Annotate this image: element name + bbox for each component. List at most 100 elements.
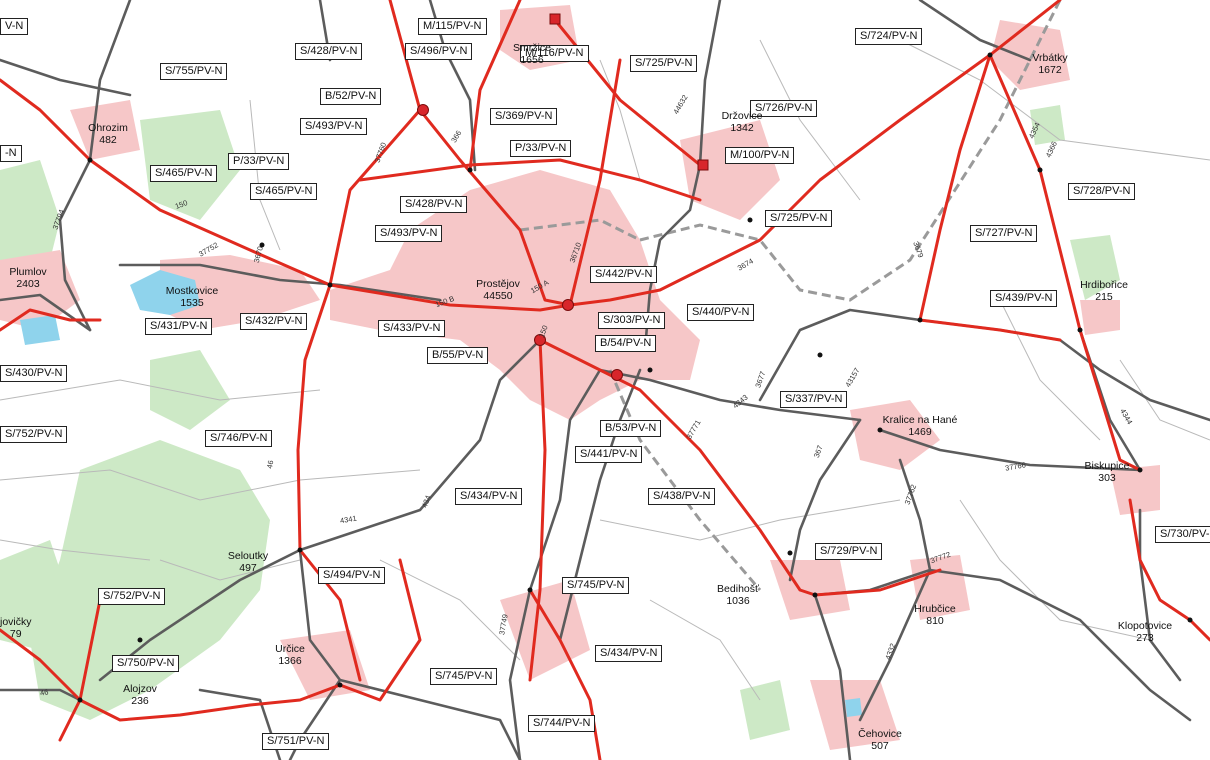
- forest-area-cehovice: [740, 680, 790, 740]
- town-population: 1366: [278, 655, 302, 667]
- network-segment-label: S/729/PV-N: [815, 543, 883, 560]
- forest-area-bottom-left: [0, 540, 70, 650]
- grey-pipeline: [858, 458, 932, 722]
- regulation-station-node: [562, 299, 574, 311]
- network-segment-label: B/54/PV-N: [595, 335, 657, 352]
- town-name: Hrdibořice: [1080, 279, 1128, 291]
- network-segment-label: B/53/PV-N: [600, 420, 662, 437]
- pipeline-junction: [647, 367, 653, 373]
- town-name: Držovice: [721, 110, 763, 122]
- red-pipeline: [298, 548, 362, 682]
- network-segment-label: S/337/PV-N: [780, 391, 848, 408]
- pipeline-junction: [1077, 327, 1083, 333]
- network-segment-label: S/727/PV-N: [970, 225, 1038, 242]
- water-reservoir-plumlov: [130, 270, 200, 315]
- network-segment-label: S/728/PV-N: [1068, 183, 1136, 200]
- grey-pipeline: [298, 548, 522, 760]
- red-pipeline: [528, 338, 547, 682]
- network-segment-label: S/434/PV-N: [595, 645, 663, 662]
- network-segment-label: B/55/PV-N: [427, 347, 489, 364]
- network-segment-label: S/725/PV-N: [765, 210, 833, 227]
- network-segment-label: S/726/PV-N: [750, 100, 818, 117]
- town-population: 1535: [180, 297, 204, 309]
- town-name: Ohrozim: [88, 122, 128, 134]
- red-pipeline: [296, 283, 332, 552]
- pipeline-junction: [259, 242, 265, 248]
- railway: [608, 369, 762, 591]
- forest-area-southwest: [30, 440, 270, 720]
- town-name: Seloutky: [227, 550, 269, 562]
- town-population: 215: [1095, 291, 1113, 303]
- regulation-station-square: [549, 13, 561, 25]
- grey-pipeline: [0, 58, 132, 97]
- network-segment-label: S/725/PV-N: [630, 55, 698, 72]
- pipeline-junction: [137, 637, 143, 643]
- railway-lines: [519, 0, 1062, 591]
- grey-pipeline: [0, 293, 92, 332]
- minor-road: [899, 39, 1210, 161]
- town-population: 1656: [520, 54, 544, 66]
- town-population: 1036: [726, 595, 750, 607]
- minor-road: [249, 99, 281, 251]
- pipeline-nodes: [77, 13, 1193, 703]
- grey-pipeline: [98, 338, 542, 682]
- minor-road: [1119, 359, 1210, 441]
- red-pipeline: [468, 0, 522, 172]
- red-pipeline: [568, 0, 1062, 307]
- red-pipeline: [0, 78, 572, 312]
- pipeline-junction: [747, 217, 753, 223]
- minor-road: [0, 469, 421, 501]
- town-name: Biskupice: [1084, 460, 1130, 472]
- town-population: 482: [99, 134, 117, 146]
- town-population: 507: [871, 740, 889, 752]
- pipeline-junction: [327, 282, 333, 288]
- network-segment-label: S/750/PV-N: [112, 655, 180, 672]
- town-name: Smržice: [513, 42, 551, 54]
- red-pipeline: [388, 0, 572, 307]
- town-population: 2403: [16, 278, 40, 290]
- town-population: 497: [239, 562, 257, 574]
- grey-pipeline: [118, 263, 442, 302]
- railway: [639, 0, 1062, 302]
- pipeline-junction: [1187, 617, 1193, 623]
- town-name: Prostějov: [476, 278, 520, 290]
- red-pipeline: [58, 698, 82, 742]
- road-number-label: 46: [39, 687, 50, 698]
- network-segment-label: S/744/PV-N: [528, 715, 596, 732]
- network-segment-label: S/428/PV-N: [295, 43, 363, 60]
- pipeline-junction: [337, 682, 343, 688]
- network-segment-label: S/752/PV-N: [98, 588, 166, 605]
- water-bodies: [20, 270, 862, 717]
- network-segment-label: S/428/PV-N: [400, 196, 468, 213]
- pipeline-junction: [817, 352, 823, 358]
- red-pipeline: [918, 318, 1062, 342]
- grey-pipeline: [1078, 328, 1142, 472]
- water-pond-cehovice: [845, 698, 862, 717]
- pipeline-junction: [77, 697, 83, 703]
- minor-road-network: [0, 39, 1210, 701]
- pipeline-junction: [1137, 467, 1143, 473]
- grey-pipeline: [878, 428, 1142, 472]
- town-population: 44550: [483, 290, 513, 302]
- urban-area-biskupice: [1110, 465, 1160, 515]
- network-segment-label: S/430/PV-N: [0, 365, 68, 382]
- regulation-station-node: [417, 104, 429, 116]
- network-segment-label: S/431/PV-N: [145, 318, 213, 335]
- network-segment-label: S/752/PV-N: [0, 426, 68, 443]
- pipeline-junction: [1037, 167, 1043, 173]
- town-name: Kralice na Hané: [882, 414, 958, 426]
- red-pipeline: [328, 108, 422, 287]
- pipeline-junction: [787, 550, 793, 556]
- pipeline-junction: [467, 167, 473, 173]
